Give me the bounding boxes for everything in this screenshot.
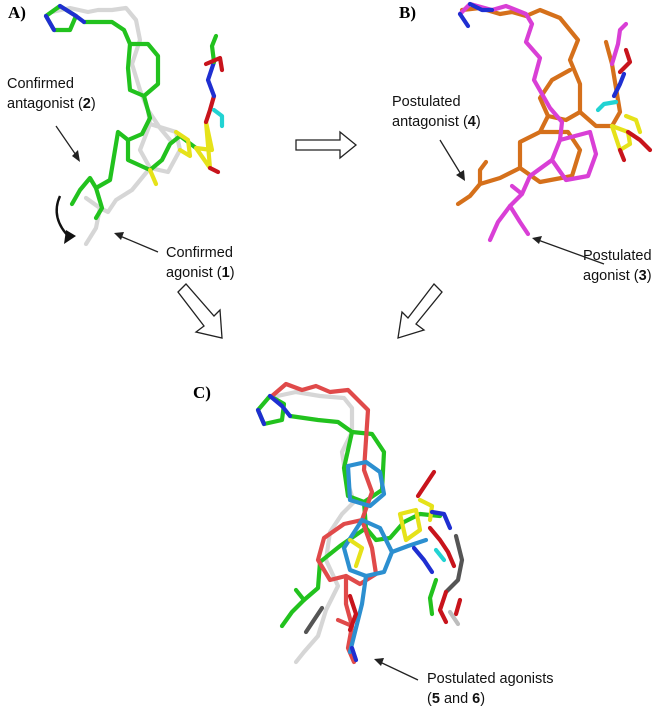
callout-b2-line2: agonist (3) (583, 268, 652, 284)
callout-postulated-agonists: Postulated agonists (5 and 6) (374, 658, 554, 707)
callout-a1-line2: antagonist (2) (7, 96, 96, 112)
panel-a: A) (7, 3, 235, 281)
agonist-1-structure (49, 5, 183, 247)
callout-postulated-antagonist: Postulated antagonist (4) (392, 94, 481, 181)
callout-a2-line1: Confirmed (166, 245, 233, 261)
callout-a2-pointer (119, 235, 159, 253)
callout-b1-line2: antagonist (4) (392, 114, 481, 130)
transition-arrow-a-to-b (295, 130, 358, 160)
callout-a2-line2: agonist (1) (166, 265, 235, 281)
panel-a-label: A) (8, 3, 26, 22)
callout-b1-line1: Postulated (392, 94, 461, 110)
panel-c-structures (255, 381, 465, 665)
antagonist-2-structure (43, 3, 199, 221)
panel-b-structures (455, 1, 653, 243)
panel-c: C) (193, 381, 554, 707)
antagonist-4-structure (455, 5, 623, 207)
transition-arrow-b-to-c (397, 283, 443, 339)
callout-b1-pointer (439, 139, 463, 177)
callout-c1-line2: (5 and 6) (427, 691, 485, 707)
rotation-arrow-head (64, 230, 76, 244)
panel-a-structures (43, 3, 225, 247)
callout-confirmed-antagonist: Confirmed antagonist (2) (7, 76, 96, 162)
callout-b2-line1: Postulated (583, 248, 652, 264)
callout-c1-pointer (379, 661, 419, 681)
overlay-agonist-6 (345, 459, 387, 509)
callout-b2-pointer (537, 239, 605, 265)
callout-c1-line1: Postulated agonists (427, 671, 554, 687)
panel-a-heteroatoms (43, 3, 225, 187)
overlay-antagonist-2 (287, 413, 387, 505)
agonist-3-structure (457, 1, 629, 243)
callout-a1-line1: Confirmed (7, 76, 74, 92)
panel-b-heteroatoms (457, 1, 653, 163)
panel-c-heteroatoms (255, 393, 465, 663)
callout-postulated-agonist: Postulated agonist (3) (532, 236, 652, 284)
callout-a1-pointer (55, 125, 79, 159)
callout-confirmed-agonist: Confirmed agonist (1) (114, 232, 235, 281)
panel-b: B) (392, 1, 653, 284)
transition-arrow-a-to-c (177, 283, 223, 339)
panel-c-label: C) (193, 383, 211, 402)
panel-b-label: B) (399, 3, 416, 22)
